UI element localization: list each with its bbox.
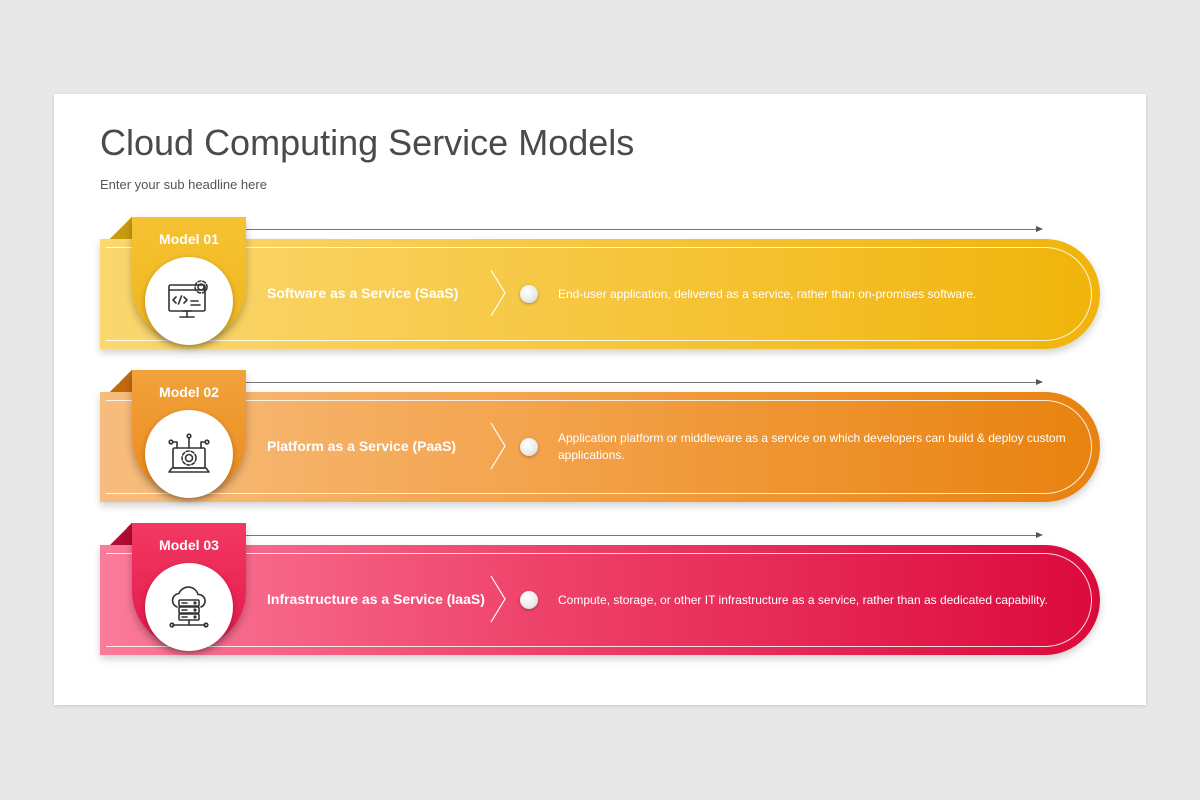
model-description: Compute, storage, or other IT infrastruc…	[558, 593, 1048, 607]
model-tab: Model 01	[132, 217, 246, 345]
arrow-line	[246, 532, 1043, 538]
model-tab: Model 03	[132, 523, 246, 651]
icon-badge	[145, 410, 233, 498]
chevron-right-icon	[490, 575, 506, 623]
model-band	[100, 545, 1100, 655]
bullet-dot	[520, 438, 538, 456]
slide-title: Cloud Computing Service Models	[100, 122, 635, 163]
model-row-2: Model 02 Platform as a Service (PaaS)	[54, 370, 1146, 520]
model-label: Model 01	[159, 231, 219, 247]
model-band	[100, 392, 1100, 502]
monitor-code-gear-icon	[168, 280, 208, 318]
bullet-dot	[520, 591, 538, 609]
model-name: Infrastructure as a Service (IaaS)	[267, 591, 485, 607]
model-label: Model 02	[159, 384, 219, 400]
cloud-server-icon	[169, 586, 209, 628]
ribbon-fold	[110, 523, 132, 545]
icon-badge	[145, 563, 233, 651]
slide-subtitle: Enter your sub headline here	[100, 177, 267, 192]
laptop-gear-circuit-icon	[168, 433, 210, 473]
arrow-line	[246, 379, 1043, 385]
icon-badge	[145, 257, 233, 345]
model-label: Model 03	[159, 537, 219, 553]
chevron-right-icon	[490, 269, 506, 317]
model-name: Software as a Service (SaaS)	[267, 285, 459, 301]
model-band	[100, 239, 1100, 349]
bullet-dot	[520, 285, 538, 303]
model-description: End-user application, delivered as a ser…	[558, 287, 977, 301]
model-description: Application platform or middleware as a …	[558, 431, 1066, 462]
ribbon-fold	[110, 217, 132, 239]
model-row-3: Model 03	[54, 523, 1146, 673]
ribbon-fold	[110, 370, 132, 392]
slide: Cloud Computing Service Models Enter you…	[54, 94, 1146, 705]
model-tab: Model 02	[132, 370, 246, 498]
model-name: Platform as a Service (PaaS)	[267, 438, 457, 454]
model-row-1: Model 01 Software as a Serv	[54, 217, 1146, 367]
chevron-right-icon	[490, 422, 506, 470]
arrow-line	[246, 226, 1043, 232]
